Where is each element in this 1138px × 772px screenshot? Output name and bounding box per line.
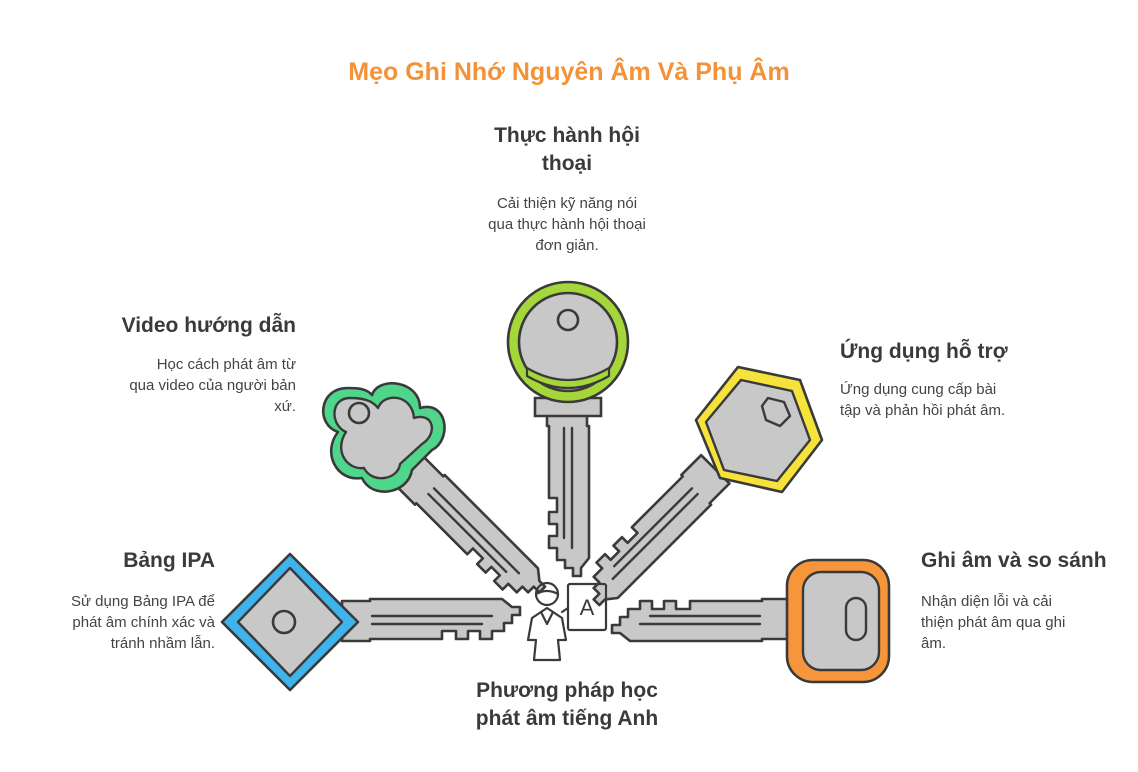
ipa-desc-line1: Sử dụng Bảng IPA để — [70, 593, 215, 610]
ipa-desc-line2: phát âm chính xác và — [72, 614, 215, 631]
ipa-description: Sử dụng Bảng IPA để phát âm chính xác và… — [30, 591, 215, 654]
conversation-heading-line1: Thực hành hội — [494, 124, 640, 147]
board-letter: A — [580, 595, 595, 620]
record-desc-line1: Nhận diện lỗi và cải — [921, 593, 1052, 610]
center-label-line1: Phương pháp học — [476, 679, 658, 702]
record-desc-line2: thiện phát âm qua ghi — [921, 614, 1066, 631]
record-key — [610, 558, 891, 684]
app-desc-line1: Ứng dụng cung cấp bài — [840, 381, 997, 398]
conversation-description: Cải thiện kỹ năng nói qua thực hành hội … — [452, 193, 682, 256]
app-desc-line2: tập và phản hồi phát âm. — [840, 402, 1006, 419]
app-key — [573, 365, 824, 613]
app-description: Ứng dụng cung cấp bài tập và phản hồi ph… — [840, 379, 1080, 421]
conversation-desc-line3: đơn giản. — [535, 237, 599, 254]
conversation-desc-line2: qua thực hành hội thoại — [488, 216, 646, 233]
record-heading: Ghi âm và so sánh — [921, 549, 1107, 572]
app-heading: Ứng dụng hỗ trợ — [840, 340, 1008, 363]
video-heading: Video hướng dẫn — [121, 314, 296, 337]
conversation-desc-line1: Cải thiện kỹ năng nói — [496, 195, 638, 212]
video-desc-line1: Học cách phát âm từ — [156, 356, 296, 373]
video-desc-line2: qua video của người bản — [129, 377, 296, 394]
video-key — [322, 382, 553, 613]
ipa-desc-line3: tránh nhầm lẫn. — [110, 635, 215, 652]
center-label: Phương pháp học phát âm tiếng Anh — [442, 677, 692, 733]
ipa-heading: Bảng IPA — [123, 549, 215, 572]
center-label-line2: phát âm tiếng Anh — [475, 707, 659, 730]
ipa-key — [220, 552, 522, 692]
video-description: Học cách phát âm từ qua video của người … — [80, 354, 296, 417]
conversation-heading: Thực hành hội thoại — [467, 122, 667, 178]
record-description: Nhận diện lỗi và cải thiện phát âm qua g… — [921, 591, 1121, 654]
conversation-key — [506, 280, 630, 578]
record-desc-line3: âm. — [921, 635, 947, 652]
conversation-heading-line2: thoại — [541, 152, 593, 175]
diagram-title: Mẹo Ghi Nhớ Nguyên Âm Và Phụ Âm — [348, 58, 790, 86]
teacher-board-icon — [526, 581, 608, 662]
video-desc-line3: xứ. — [274, 398, 296, 415]
